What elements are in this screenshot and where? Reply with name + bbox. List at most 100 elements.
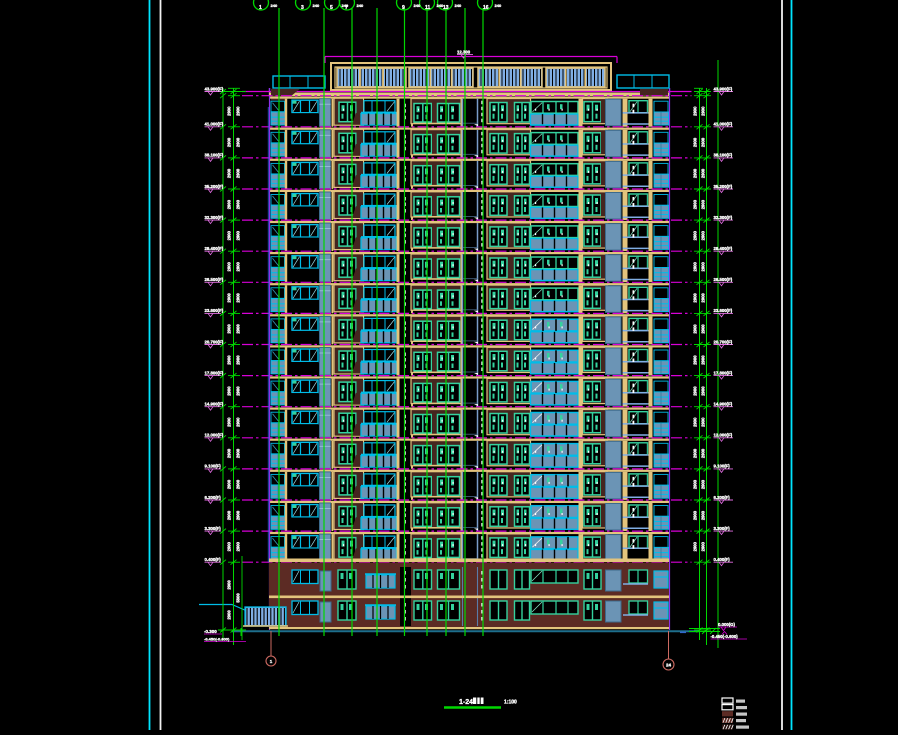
svg-text:2900: 2900 bbox=[700, 510, 705, 520]
svg-text:29.400(F): 29.400(F) bbox=[714, 246, 733, 251]
svg-text:6.200(F): 6.200(F) bbox=[714, 495, 731, 500]
svg-text:2900: 2900 bbox=[700, 541, 705, 551]
svg-text:2900: 2900 bbox=[700, 261, 705, 271]
svg-text:20.700(F): 20.700(F) bbox=[714, 339, 733, 344]
svg-text:2900: 2900 bbox=[227, 580, 232, 590]
svg-text:2900: 2900 bbox=[227, 137, 232, 147]
svg-text:2900: 2900 bbox=[236, 541, 241, 551]
svg-text:240: 240 bbox=[357, 3, 364, 8]
svg-text:17.800(F): 17.800(F) bbox=[205, 370, 224, 375]
svg-text:2900: 2900 bbox=[227, 448, 232, 458]
svg-text:41.000(F): 41.000(F) bbox=[205, 122, 224, 127]
svg-text:2900: 2900 bbox=[692, 293, 697, 303]
svg-text:14.900(F): 14.900(F) bbox=[205, 402, 224, 407]
svg-text:2900: 2900 bbox=[692, 230, 697, 240]
svg-text:32.300(F): 32.300(F) bbox=[714, 215, 733, 220]
svg-text:2900: 2900 bbox=[692, 448, 697, 458]
svg-text:2900: 2900 bbox=[236, 448, 241, 458]
svg-text:2900: 2900 bbox=[236, 510, 241, 520]
svg-text:2900: 2900 bbox=[227, 510, 232, 520]
svg-text:2900: 2900 bbox=[227, 199, 232, 209]
svg-text:9.100(F): 9.100(F) bbox=[714, 464, 731, 469]
svg-text:1:100: 1:100 bbox=[504, 700, 517, 706]
svg-text:1: 1 bbox=[270, 659, 273, 664]
svg-text:12.000(F): 12.000(F) bbox=[714, 433, 733, 438]
svg-text:2900: 2900 bbox=[700, 293, 705, 303]
svg-text:23.600(F): 23.600(F) bbox=[205, 308, 224, 313]
svg-text:16: 16 bbox=[483, 5, 489, 11]
svg-text:2900: 2900 bbox=[700, 106, 705, 116]
svg-text:2900: 2900 bbox=[700, 386, 705, 396]
svg-text:2900: 2900 bbox=[692, 355, 697, 365]
svg-text:-0.450(-0.600): -0.450(-0.600) bbox=[204, 637, 230, 642]
svg-text:2900: 2900 bbox=[236, 168, 241, 178]
svg-text:2900: 2900 bbox=[692, 386, 697, 396]
svg-text:240: 240 bbox=[342, 3, 349, 8]
svg-text:-0.300: -0.300 bbox=[204, 629, 217, 634]
svg-text:2900: 2900 bbox=[700, 355, 705, 365]
svg-text:2900: 2900 bbox=[236, 293, 241, 303]
svg-text:2900: 2900 bbox=[700, 479, 705, 489]
svg-text:2900: 2900 bbox=[692, 324, 697, 334]
svg-text:240: 240 bbox=[313, 3, 320, 8]
svg-text:14.900(F): 14.900(F) bbox=[714, 402, 733, 407]
svg-text:43.900(F): 43.900(F) bbox=[714, 86, 733, 91]
svg-text:9: 9 bbox=[402, 5, 405, 11]
svg-text:2900: 2900 bbox=[700, 168, 705, 178]
svg-text:2900: 2900 bbox=[236, 137, 241, 147]
svg-text:2900: 2900 bbox=[236, 386, 241, 396]
svg-text:2900: 2900 bbox=[227, 386, 232, 396]
svg-text:2900: 2900 bbox=[236, 199, 241, 209]
svg-text:3: 3 bbox=[301, 5, 304, 11]
svg-text:9.100(F): 9.100(F) bbox=[205, 464, 222, 469]
svg-text:240: 240 bbox=[271, 3, 278, 8]
svg-text:-0.450(-0.600): -0.450(-0.600) bbox=[711, 634, 739, 639]
svg-text:2900: 2900 bbox=[236, 417, 241, 427]
svg-text:2900: 2900 bbox=[692, 479, 697, 489]
svg-text:2900: 2900 bbox=[227, 293, 232, 303]
svg-text:2900: 2900 bbox=[227, 417, 232, 427]
svg-text:2900: 2900 bbox=[236, 230, 241, 240]
svg-text:0.400(F): 0.400(F) bbox=[714, 557, 731, 562]
svg-text:2900: 2900 bbox=[692, 261, 697, 271]
svg-text:11: 11 bbox=[425, 5, 431, 11]
svg-text:6.200(F): 6.200(F) bbox=[205, 495, 222, 500]
svg-text:29.400(F): 29.400(F) bbox=[205, 246, 224, 251]
svg-text:0.400(F): 0.400(F) bbox=[205, 557, 222, 562]
svg-text:2900: 2900 bbox=[227, 261, 232, 271]
svg-text:20.700(F): 20.700(F) bbox=[205, 339, 224, 344]
svg-text:2900: 2900 bbox=[236, 324, 241, 334]
svg-text:2900: 2900 bbox=[692, 199, 697, 209]
svg-text:2900: 2900 bbox=[700, 324, 705, 334]
svg-text:3.300(F): 3.300(F) bbox=[714, 526, 731, 531]
svg-text:2900: 2900 bbox=[692, 541, 697, 551]
svg-text:240: 240 bbox=[414, 3, 421, 8]
svg-text:26.500(F): 26.500(F) bbox=[714, 277, 733, 282]
svg-text:2900: 2900 bbox=[236, 355, 241, 365]
svg-text:38.100(F): 38.100(F) bbox=[714, 153, 733, 158]
svg-text:2900: 2900 bbox=[227, 479, 232, 489]
svg-text:13: 13 bbox=[443, 5, 449, 11]
svg-text:2900: 2900 bbox=[700, 230, 705, 240]
svg-text:5800: 5800 bbox=[236, 593, 241, 603]
svg-text:2900: 2900 bbox=[692, 510, 697, 520]
svg-text:3.300(F): 3.300(F) bbox=[205, 526, 222, 531]
svg-text:240: 240 bbox=[495, 3, 502, 8]
svg-text:12.300: 12.300 bbox=[457, 50, 471, 55]
svg-text:2900: 2900 bbox=[700, 199, 705, 209]
svg-text:240: 240 bbox=[455, 3, 462, 8]
svg-text:41.000(F): 41.000(F) bbox=[714, 122, 733, 127]
svg-text:2900: 2900 bbox=[236, 106, 241, 116]
svg-text:0.000(G): 0.000(G) bbox=[718, 622, 736, 627]
svg-text:2900: 2900 bbox=[227, 168, 232, 178]
svg-text:35.200(F): 35.200(F) bbox=[205, 184, 224, 189]
svg-text:240: 240 bbox=[437, 3, 444, 8]
svg-text:32.300(F): 32.300(F) bbox=[205, 215, 224, 220]
svg-text:26.500(F): 26.500(F) bbox=[205, 277, 224, 282]
svg-text:2900: 2900 bbox=[692, 168, 697, 178]
svg-text:2900: 2900 bbox=[700, 417, 705, 427]
svg-text:38.100(F): 38.100(F) bbox=[205, 153, 224, 158]
svg-text:2900: 2900 bbox=[227, 355, 232, 365]
svg-text:1-24: 1-24 bbox=[459, 699, 473, 706]
svg-text:24: 24 bbox=[666, 663, 672, 668]
